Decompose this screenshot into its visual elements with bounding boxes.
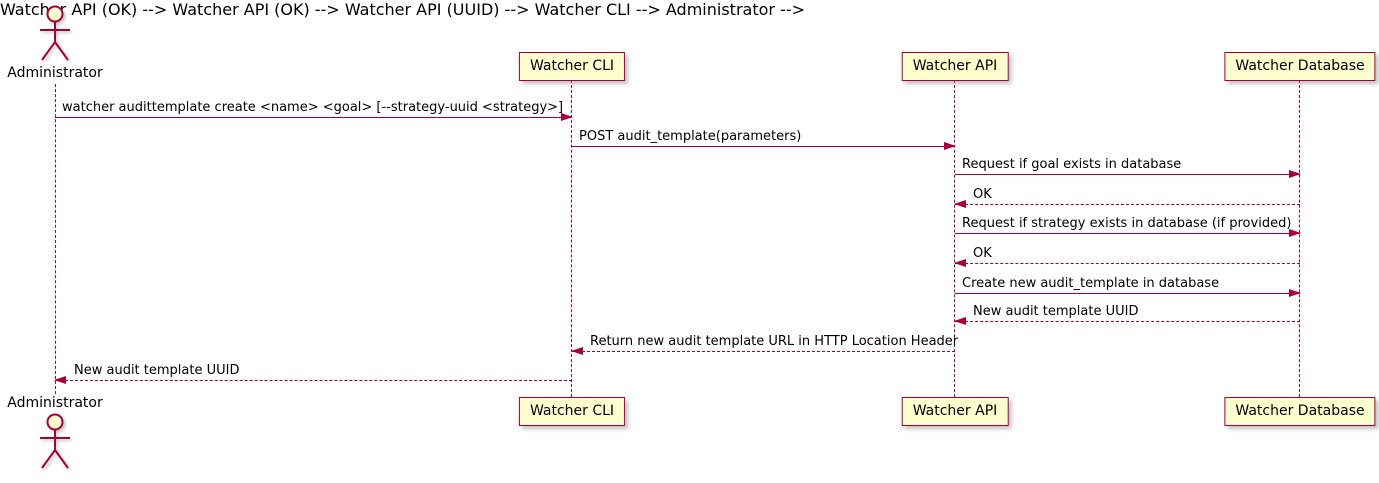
participant-box-watcher-cli-bottom: Watcher CLI — [518, 397, 626, 426]
message-arrow — [954, 317, 1300, 325]
message-arrow — [955, 289, 1301, 297]
message-text: watcher audittemplate create <name> <goa… — [62, 100, 564, 115]
lifeline-watcher-database — [1299, 80, 1300, 397]
arrowhead-left-icon — [54, 376, 66, 384]
message-arrow — [55, 113, 573, 121]
message-text: Request if goal exists in database — [962, 157, 1182, 172]
arrowhead-left-icon — [954, 259, 966, 267]
message-text: OK — [973, 246, 992, 261]
participant-box-watcher-api-top: Watcher API — [901, 52, 1009, 81]
actor-label-top: Administrator — [7, 65, 103, 81]
message-text: Request if strategy exists in database (… — [962, 216, 1292, 231]
message-text: POST audit_template(parameters) — [579, 129, 802, 144]
arrowhead-right-icon — [1289, 170, 1301, 178]
lifeline-watcher-api — [954, 80, 955, 397]
message-text: New audit template UUID — [74, 363, 240, 378]
arrowhead-right-icon — [1289, 289, 1301, 297]
arrowhead-left-icon — [954, 317, 966, 325]
message-arrow — [955, 229, 1301, 237]
actor-icon — [40, 413, 70, 469]
actor-icon — [40, 5, 70, 61]
message-arrow — [54, 376, 572, 384]
message-arrow — [954, 200, 1300, 208]
arrowhead-right-icon — [944, 142, 956, 150]
message-arrow — [572, 142, 956, 150]
message-text: Return new audit template URL in HTTP Lo… — [590, 334, 959, 349]
actor-label-bottom: Administrator — [7, 395, 103, 411]
arrowhead-left-icon — [571, 347, 583, 355]
arrowhead-right-icon — [561, 113, 573, 121]
lifeline-watcher-cli — [571, 80, 572, 397]
message-arrow — [955, 170, 1301, 178]
participant-box-watcher-database-bottom: Watcher Database — [1224, 397, 1376, 426]
message-arrow — [954, 259, 1300, 267]
participant-box-watcher-api-bottom: Watcher API — [901, 397, 1009, 426]
arrowhead-left-icon — [954, 200, 966, 208]
message-text: OK — [973, 187, 992, 202]
participant-box-watcher-database-top: Watcher Database — [1224, 52, 1376, 81]
participant-box-watcher-cli-top: Watcher CLI — [518, 52, 626, 81]
arrowhead-right-icon — [1289, 229, 1301, 237]
lifeline-administrator — [55, 84, 56, 394]
message-text: Create new audit_template in database — [962, 276, 1220, 291]
message-text: New audit template UUID — [973, 304, 1139, 319]
message-arrow — [571, 347, 955, 355]
